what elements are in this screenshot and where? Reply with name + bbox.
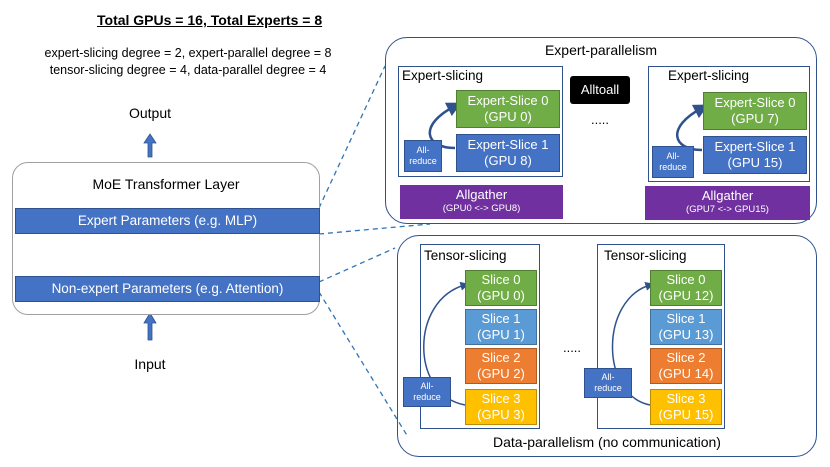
slice-3-gpu3: Slice 3 (GPU 3) — [465, 389, 537, 425]
slice-3-gpu15: Slice 3 (GPU 15) — [650, 389, 722, 425]
slice-name: Expert-Slice 1 — [467, 137, 549, 152]
moe-layer-title: MoE Transformer Layer — [92, 176, 240, 192]
slice-name: Expert-Slice 1 — [714, 139, 796, 154]
allgather-bar-1: Allgather (GPU0 <-> GPU8) — [400, 185, 563, 219]
expert-parallelism-panel — [385, 37, 817, 224]
slice-2-gpu2: Slice 2 (GPU 2) — [465, 348, 537, 384]
expert-parallelism-title: Expert-parallelism — [544, 42, 658, 58]
slice-gpu: (GPU 2) — [477, 366, 525, 381]
tensor-slicing-label-1: Tensor-slicing — [424, 248, 507, 263]
allreduce-curve-1 — [428, 102, 462, 150]
slice-name: Slice 3 — [666, 391, 706, 406]
dashed-zoom-lines — [318, 65, 431, 438]
slice-gpu: (GPU 14) — [658, 366, 714, 381]
total-gpus-title: Total GPUs = 16, Total Experts = 8 — [97, 12, 323, 28]
slice-name: Expert-Slice 0 — [467, 93, 549, 108]
slice-gpu: (GPU 8) — [484, 153, 532, 168]
expert-slice-0-gpu7: Expert-Slice 0 (GPU 7) — [703, 92, 807, 130]
data-parallelism-title: Data-parallelism (no communication) — [493, 434, 721, 450]
allreduce-line-1: All- — [666, 151, 680, 161]
slice-name: Slice 2 — [666, 350, 706, 365]
up-arrow-output — [143, 133, 157, 158]
slice-gpu: (GPU 15) — [727, 155, 783, 170]
slice-name: Slice 3 — [481, 391, 521, 406]
slice-1-gpu13: Slice 1 (GPU 13) — [650, 309, 722, 345]
expert-slicing-label-2: Expert-slicing — [668, 68, 750, 83]
expert-params-bar: Expert Parameters (e.g. MLP) — [15, 208, 320, 234]
allreduce-line-2: reduce — [594, 383, 622, 393]
tensor-slicing-frame-1 — [420, 244, 540, 429]
slice-gpu: (GPU 3) — [477, 407, 525, 422]
slice-gpu: (GPU 0) — [484, 109, 532, 124]
tensor-slicing-label-2: Tensor-slicing — [604, 248, 687, 263]
alltoall-badge: Alltoall — [570, 76, 630, 104]
expert-slicing-label-1: Expert-slicing — [402, 68, 484, 83]
allreduce-badge-4: All- reduce — [584, 368, 632, 398]
slice-0-gpu0: Slice 0 (GPU 0) — [465, 270, 537, 306]
allgather-bar-2: Allgather (GPU7 <-> GPU15) — [645, 186, 810, 220]
slice-gpu: (GPU 0) — [477, 288, 525, 303]
allgather-label: Allgather — [455, 187, 508, 202]
allreduce-badge-2: All- reduce — [652, 146, 694, 178]
allgather-sub: (GPU0 <-> GPU8) — [442, 203, 521, 214]
allreduce-line-2: reduce — [659, 162, 687, 172]
slice-gpu: (GPU 12) — [658, 288, 714, 303]
slice-name: Slice 0 — [666, 272, 706, 287]
slice-gpu: (GPU 7) — [731, 111, 779, 126]
slice-gpu: (GPU 1) — [477, 327, 525, 342]
expert-slice-1-gpu15: Expert-Slice 1 (GPU 15) — [703, 136, 807, 174]
input-label: Input — [134, 356, 166, 372]
data-parallelism-panel — [397, 235, 817, 457]
allreduce-badge-1: All- reduce — [404, 140, 442, 172]
expert-slice-1-gpu8: Expert-Slice 1 (GPU 8) — [456, 134, 560, 172]
degree-line-2: tensor-slicing degree = 4, data-parallel… — [49, 63, 327, 77]
expert-dots: ..... — [590, 112, 610, 127]
slice-2-gpu14: Slice 2 (GPU 14) — [650, 348, 722, 384]
output-label: Output — [128, 105, 172, 121]
allreduce-line-1: All- — [416, 145, 430, 155]
allreduce-curve-4 — [611, 281, 655, 406]
slice-1-gpu1: Slice 1 (GPU 1) — [465, 309, 537, 345]
expert-slicing-frame-1 — [398, 66, 563, 177]
up-arrow-input — [143, 312, 157, 341]
allgather-sub: (GPU7 <-> GPU15) — [686, 204, 769, 215]
nonexpert-params-bar: Non-expert Parameters (e.g. Attention) — [15, 276, 320, 302]
allgather-label: Allgather — [701, 188, 754, 203]
slice-name: Slice 2 — [481, 350, 521, 365]
allreduce-line-2: reduce — [409, 156, 437, 166]
expert-slicing-frame-2 — [648, 66, 810, 182]
expert-slice-0-gpu0: Expert-Slice 0 (GPU 0) — [456, 90, 560, 128]
tensor-slicing-frame-2 — [597, 244, 725, 429]
slice-gpu: (GPU 15) — [658, 407, 714, 422]
slice-name: Slice 0 — [481, 272, 521, 287]
slice-name: Expert-Slice 0 — [714, 95, 796, 110]
slice-gpu: (GPU 13) — [658, 327, 714, 342]
allreduce-badge-3: All- reduce — [403, 377, 451, 407]
allreduce-line-2: reduce — [413, 392, 441, 402]
slice-name: Slice 1 — [666, 311, 706, 326]
slice-0-gpu12: Slice 0 (GPU 12) — [650, 270, 722, 306]
allreduce-line-1: All- — [420, 381, 434, 391]
slice-name: Slice 1 — [481, 311, 521, 326]
allreduce-line-1: All- — [601, 372, 615, 382]
data-dots: ..... — [562, 340, 582, 355]
degree-line-1: expert-slicing degree = 2, expert-parall… — [44, 46, 332, 60]
